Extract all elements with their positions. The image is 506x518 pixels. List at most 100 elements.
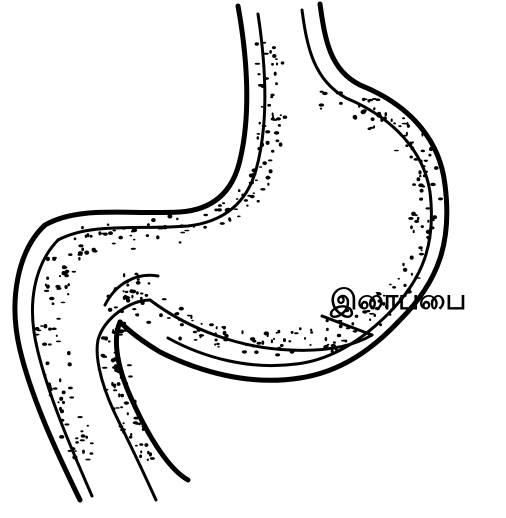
- stipple-dot: [74, 450, 77, 452]
- stipple-dot: [237, 216, 241, 218]
- stipple-dot: [34, 334, 40, 336]
- stipple-dot: [112, 329, 114, 333]
- stipple-dot: [75, 437, 78, 439]
- stipple-dot: [107, 295, 111, 298]
- stipple-dot: [64, 285, 67, 289]
- stipple-dot: [262, 143, 264, 147]
- stipple-dot: [229, 218, 231, 221]
- stipple-dot: [412, 183, 416, 186]
- stipple-dot: [120, 310, 124, 313]
- stipple-dot: [87, 425, 89, 427]
- stipple-dot: [249, 182, 253, 184]
- stipple-dot: [274, 131, 279, 135]
- stipple-dot: [78, 244, 83, 247]
- stipple-dot: [114, 352, 116, 354]
- stipple-dot: [276, 63, 278, 66]
- stipple-dot: [419, 198, 423, 201]
- stipple-dot: [46, 257, 50, 261]
- stipple-dot: [72, 455, 77, 459]
- stipple-dot: [42, 343, 47, 346]
- stipple-dot: [255, 180, 258, 182]
- stipple-dot: [179, 241, 182, 243]
- stipple-dot: [362, 109, 366, 113]
- stipple-dot: [114, 386, 116, 389]
- stipple-dot: [408, 217, 413, 220]
- stipple-dot: [290, 350, 295, 354]
- stipple-dot: [128, 375, 133, 377]
- stipple-dot: [116, 361, 120, 364]
- stipple-dot: [281, 61, 285, 64]
- stipple-dot: [254, 350, 259, 354]
- stipple-dot: [419, 253, 424, 256]
- stipple-dot: [59, 407, 62, 411]
- stipple-dot: [405, 144, 408, 147]
- stipple-dot: [398, 125, 401, 127]
- stipple-dot: [279, 142, 283, 146]
- stipple-dot: [438, 197, 443, 200]
- stipple-dot: [337, 334, 341, 337]
- stipple-dot: [193, 225, 195, 228]
- stipple-dot: [393, 122, 396, 124]
- stipple-dot: [72, 271, 76, 273]
- stipple-dot: [426, 230, 431, 234]
- stipple-dot: [409, 142, 412, 146]
- stipple-dot: [140, 297, 143, 300]
- stipple-dot: [424, 160, 427, 162]
- stipple-dot: [257, 73, 260, 75]
- stipple-dot: [272, 115, 274, 119]
- stipple-dot: [245, 344, 247, 346]
- stipple-dot: [250, 195, 255, 198]
- stipple-dot: [101, 336, 106, 339]
- stipple-dot: [201, 323, 203, 325]
- stipple-dot: [68, 253, 72, 256]
- stipple-dot: [100, 233, 105, 235]
- stipple-dot: [242, 350, 247, 353]
- stipple-dot: [35, 327, 40, 331]
- stipple-dot: [87, 233, 90, 237]
- stipple-dot: [410, 156, 413, 159]
- stipple-dot: [35, 342, 38, 346]
- stipple-dot: [67, 351, 71, 355]
- mucosa-stipple: [34, 42, 443, 461]
- stipple-dot: [273, 338, 275, 340]
- stipple-dot: [135, 445, 138, 447]
- stipple-dot: [80, 439, 85, 441]
- stipple-dot: [265, 130, 270, 133]
- stipple-dot: [136, 291, 139, 294]
- stipple-dot: [252, 168, 257, 172]
- stipple-dot: [373, 125, 375, 128]
- stomach-label: இரைப்பை: [330, 286, 466, 314]
- stipple-dot: [217, 346, 220, 348]
- stipple-dot: [130, 433, 132, 436]
- esophagus-right-wall-inner: [302, 10, 430, 192]
- stipple-dot: [67, 293, 69, 295]
- stipple-dot: [421, 249, 423, 251]
- stipple-dot: [414, 220, 419, 223]
- stipple-dot: [260, 188, 265, 191]
- stipple-dot: [49, 387, 52, 391]
- stipple-dot: [129, 436, 133, 439]
- stipple-dot: [264, 53, 269, 55]
- stipple-dot: [309, 344, 311, 346]
- stipple-dot: [137, 275, 140, 278]
- stipple-dot: [223, 331, 227, 335]
- stipple-dot: [367, 99, 370, 102]
- stipple-dot: [425, 207, 430, 209]
- stipple-dot: [141, 422, 143, 425]
- stipple-dot: [74, 237, 77, 240]
- stipple-dot: [234, 208, 238, 210]
- stipple-dot: [85, 436, 88, 439]
- stipple-dot: [414, 158, 419, 161]
- stipple-dot: [427, 220, 429, 223]
- stipple-dot: [156, 235, 159, 239]
- stipple-dot: [310, 331, 313, 333]
- stipple-dot: [131, 248, 136, 250]
- stipple-dot: [304, 337, 306, 340]
- stipple-dot: [417, 177, 421, 181]
- stipple-dot: [46, 361, 50, 365]
- stipple-dot: [64, 423, 69, 425]
- stipple-dot: [142, 426, 146, 428]
- stipple-dot: [380, 119, 383, 122]
- stipple-dot: [291, 331, 294, 334]
